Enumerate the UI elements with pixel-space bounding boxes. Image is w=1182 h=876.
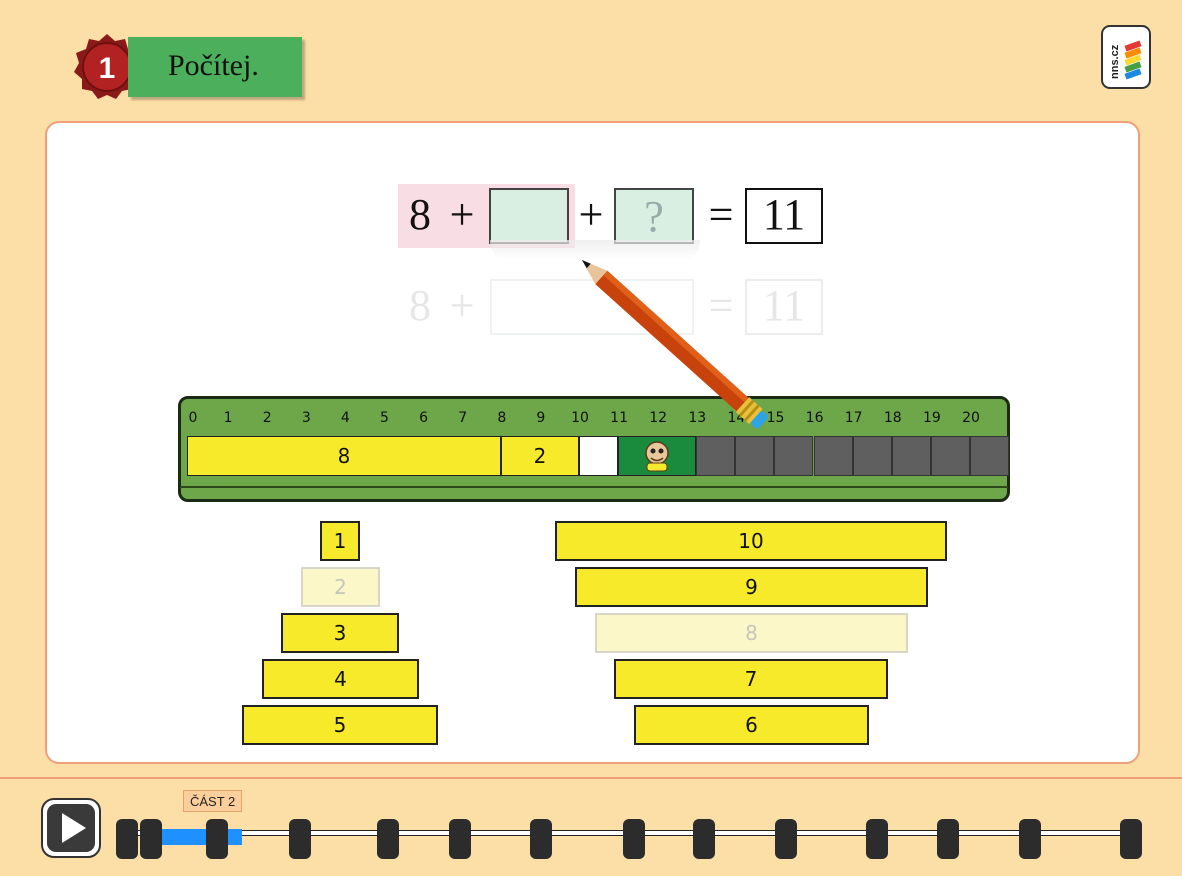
- part-label: ČÁST 2: [183, 790, 243, 812]
- tick-13: 13: [688, 410, 707, 426]
- equation-shadow: [490, 240, 700, 260]
- tick-7: 7: [458, 410, 468, 426]
- piece-3-label: 3: [333, 621, 347, 645]
- answer-box-1[interactable]: [489, 188, 569, 244]
- timeline-knob[interactable]: [775, 819, 797, 859]
- result-box: [745, 188, 823, 244]
- timeline-knob[interactable]: [289, 819, 311, 859]
- timeline-knob[interactable]: [377, 819, 399, 859]
- piece-4[interactable]: 4: [262, 659, 419, 699]
- number-line-cell: [852, 436, 892, 476]
- equation-plus2: +: [578, 190, 604, 239]
- tick-12: 12: [649, 410, 668, 426]
- piece-1[interactable]: 1: [320, 521, 360, 561]
- tick-15: 15: [766, 410, 785, 426]
- tick-19: 19: [922, 410, 941, 426]
- tick-18: 18: [883, 410, 902, 426]
- segment-unknown: [618, 436, 696, 476]
- segment-empty-slot[interactable]: [579, 436, 618, 476]
- timeline-knob[interactable]: [530, 819, 552, 859]
- piece-1-label: 1: [333, 529, 347, 553]
- piece-2-label: 2: [334, 575, 347, 599]
- ghost-term1: 8: [409, 281, 431, 330]
- result-value: 11: [762, 190, 806, 239]
- tick-0: 0: [188, 410, 198, 426]
- piece-6-label: 6: [745, 713, 758, 737]
- number-line-cell: [774, 436, 814, 476]
- segment-8-label: 8: [337, 444, 351, 468]
- footer-divider: [0, 777, 1182, 779]
- piece-9-label: 9: [745, 575, 758, 599]
- tick-16: 16: [805, 410, 824, 426]
- tick-1: 1: [223, 410, 233, 426]
- timeline-knob[interactable]: [937, 819, 959, 859]
- answer-box-2-value: ?: [644, 192, 664, 241]
- tick-2: 2: [262, 410, 272, 426]
- tick-20: 20: [962, 410, 980, 426]
- ghost-result: 11: [762, 281, 806, 330]
- equation-plus1: +: [449, 190, 475, 239]
- tick-6: 6: [419, 410, 429, 426]
- number-line-cell: [931, 436, 971, 476]
- timeline-knob[interactable]: [1019, 819, 1041, 859]
- piece-6[interactable]: 6: [634, 705, 869, 745]
- ghost-plus: +: [449, 281, 475, 330]
- ghost-result-box: [745, 279, 823, 335]
- mascot-icon: [645, 441, 669, 472]
- timeline-knob[interactable]: [449, 819, 471, 859]
- segment-2: 2: [501, 436, 579, 476]
- equation-term1: 8: [409, 190, 431, 239]
- number-line-cell: [735, 436, 775, 476]
- piece-3[interactable]: 3: [281, 613, 399, 653]
- segment-8: 8: [187, 436, 501, 476]
- timeline-knob[interactable]: [623, 819, 645, 859]
- timeline-progress: [160, 829, 242, 845]
- title-banner: [128, 37, 302, 97]
- timeline-knob[interactable]: [866, 819, 888, 859]
- answer-box-2[interactable]: [614, 188, 694, 244]
- piece-7-label: 7: [744, 667, 758, 691]
- tick-5: 5: [380, 410, 389, 426]
- number-line-cell: [892, 436, 931, 476]
- equation-equals: =: [708, 190, 734, 239]
- number-line-cell: [813, 436, 853, 476]
- piece-9[interactable]: 9: [575, 567, 928, 607]
- tick-11: 11: [610, 410, 629, 426]
- ghost-equals: =: [708, 281, 734, 330]
- number-line-cell: [970, 436, 1010, 476]
- tick-10: 10: [571, 410, 589, 426]
- ghost-answer-box: [490, 279, 694, 335]
- timeline-knob[interactable]: [116, 819, 138, 859]
- number-line-cell: [696, 436, 735, 476]
- piece-5-label: 5: [333, 713, 347, 737]
- play-button[interactable]: [40, 797, 102, 859]
- task-title: Počítej.: [168, 49, 259, 82]
- piece-2[interactable]: 2: [301, 567, 380, 607]
- piece-5[interactable]: 5: [242, 705, 438, 745]
- task-number: 1: [99, 52, 116, 85]
- piece-10-label: 10: [738, 529, 764, 553]
- board-edge: [180, 486, 1008, 488]
- timeline-knob[interactable]: [140, 819, 162, 859]
- tick-9: 9: [536, 410, 546, 426]
- publisher-logo-icon[interactable]: nns.cz: [1101, 25, 1151, 89]
- tick-8: 8: [497, 410, 507, 426]
- timeline-knob[interactable]: [206, 819, 228, 859]
- piece-7[interactable]: 7: [614, 659, 888, 699]
- tick-17: 17: [844, 410, 863, 426]
- segment-2-label: 2: [533, 444, 547, 468]
- tick-4: 4: [340, 410, 350, 426]
- task-number-badge: 1: [74, 34, 140, 99]
- piece-4-label: 4: [334, 667, 347, 691]
- timeline-knob[interactable]: [1120, 819, 1142, 859]
- pencil-icon[interactable]: [574, 254, 784, 454]
- logo-text: nns.cz: [1109, 44, 1121, 79]
- timeline-knob[interactable]: [693, 819, 715, 859]
- piece-8-label: 8: [745, 621, 758, 645]
- tick-3: 3: [301, 410, 311, 426]
- piece-8[interactable]: 8: [595, 613, 908, 653]
- piece-10[interactable]: 10: [555, 521, 947, 561]
